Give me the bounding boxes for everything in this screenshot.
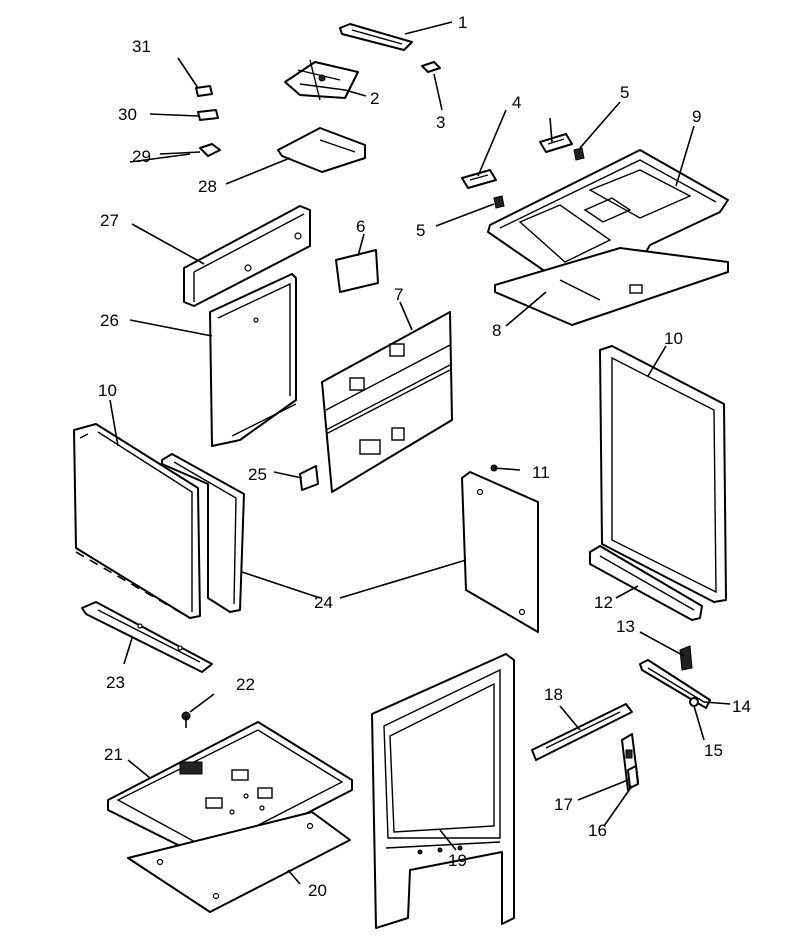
part-10-side-frame-right [599,345,727,603]
callout-3: 3 [436,113,445,132]
callout-28: 28 [198,177,217,196]
callout-5-top: 5 [620,83,629,102]
part-24-frame-left [161,453,245,613]
part-7-back-panel [321,311,453,493]
callout-7: 7 [394,285,403,304]
part-30-plate [197,109,219,121]
part-1-bar [339,23,413,51]
part-29-screw-bracket [159,143,221,157]
callout-27: 27 [100,211,119,230]
part-4-plate-right [539,133,573,153]
part-4-plate-left [461,169,497,189]
leader-lines [109,21,731,885]
callout-21: 21 [104,745,123,764]
callout-20: 20 [308,881,327,900]
part-6-label [335,249,379,293]
callout-26: 26 [100,311,119,330]
callout-8: 8 [492,321,501,340]
part-17-hinge-pin [627,765,639,789]
callout-29: 29 [132,147,151,166]
callout-labels: 1 2 3 4 5 9 31 30 29 28 5 27 6 7 8 26 10… [98,13,751,900]
part-11-screw [490,464,521,472]
callout-23: 23 [106,673,125,692]
part-22-screw [181,711,191,728]
part-13-spring [679,645,693,671]
callout-10-left: 10 [98,381,117,400]
part-18-bar [531,703,633,761]
callout-31: 31 [132,37,151,56]
callout-5-mid: 5 [416,221,425,240]
callout-30: 30 [118,105,137,124]
part-10-side-panel-left [73,423,201,619]
callout-9: 9 [692,107,701,126]
callout-4: 4 [512,93,521,112]
part-20-base-plate [127,811,351,913]
callout-13: 13 [616,617,635,636]
dashed-alignment-line [75,551,191,619]
callout-12: 12 [594,593,613,612]
callout-14: 14 [732,697,751,716]
part-21-bottom-tray [107,721,353,863]
part-27-rail [183,205,311,307]
callout-10-right: 10 [664,329,683,348]
callout-11: 11 [532,463,550,482]
part-9-top-tray [487,149,729,293]
part-12-rail [589,545,703,621]
part-5-clip-left [493,195,505,209]
callout-22: 22 [236,675,255,694]
part-23-bottom-rail [81,601,213,673]
part-14-slide-rail [639,659,711,709]
callout-25: 25 [248,465,267,484]
callout-19: 19 [448,851,467,870]
callout-2: 2 [370,89,379,108]
callout-24: 24 [314,593,333,612]
part-25-bracket [299,465,319,491]
callout-6: 6 [356,217,365,236]
callout-16: 16 [588,821,607,840]
callout-17: 17 [554,795,573,814]
part-2-bracket-assembly [284,59,359,101]
part-5-clip-right [573,147,585,161]
part-26-back-panel [209,273,297,447]
part-28-shelf-bracket [277,127,366,173]
callout-1: 1 [458,13,467,32]
callout-18: 18 [544,685,563,704]
part-3-clip [421,61,441,73]
part-15-bushing [689,697,699,707]
part-24-panel-center [461,471,539,633]
part-19-front-frame [371,653,515,929]
part-31-clip [195,85,213,97]
part-8-panel [494,247,729,326]
callout-15: 15 [704,741,723,760]
